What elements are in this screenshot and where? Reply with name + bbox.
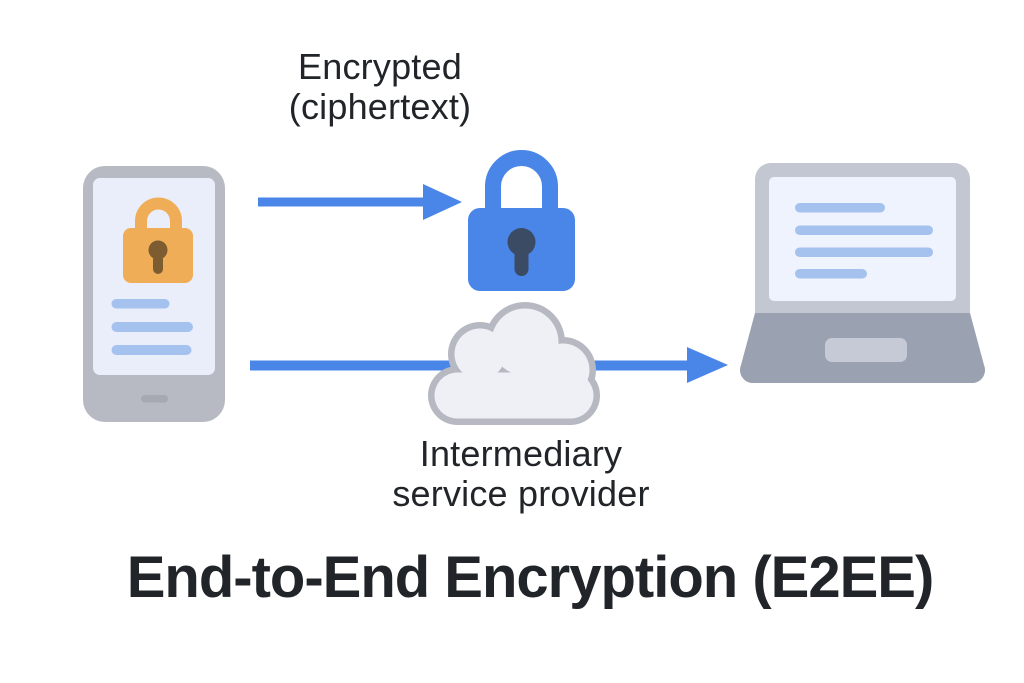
arrow-head [423,184,462,220]
diagram-title: End-to-End Encryption (E2EE) [126,545,935,610]
laptop-text-line [795,203,885,213]
phone-text-line [111,345,192,355]
arrow-shaft [258,197,428,207]
orange-lock-keyhole [148,240,168,260]
orange-lock-keyhole-stem [153,254,163,274]
phone-text-line [111,299,170,309]
laptop-screen [769,177,956,301]
orange-lock-shackle [135,197,182,238]
cloud-icon [428,302,600,425]
padlock-shackle [485,150,558,220]
cloud-fill [434,308,594,419]
laptop-text-line [795,269,867,279]
phone-home-dash [141,395,168,403]
laptop-trackpad [825,338,907,362]
padlock-keyhole-stem [514,246,529,276]
encrypted-arrow-icon [258,184,462,220]
arrow-head [687,347,728,383]
phone-text-line [111,322,193,332]
laptop-text-line [795,247,933,257]
laptop-text-line [795,225,933,235]
laptop-icon [740,163,985,383]
encrypted-label: Encrypted (ciphertext) [288,46,472,127]
padlock-keyhole [507,228,536,256]
smartphone-with-lock-icon [83,166,225,422]
intermediary-label: Intermediary service provider [392,433,650,514]
encrypted-padlock-icon [468,150,575,291]
